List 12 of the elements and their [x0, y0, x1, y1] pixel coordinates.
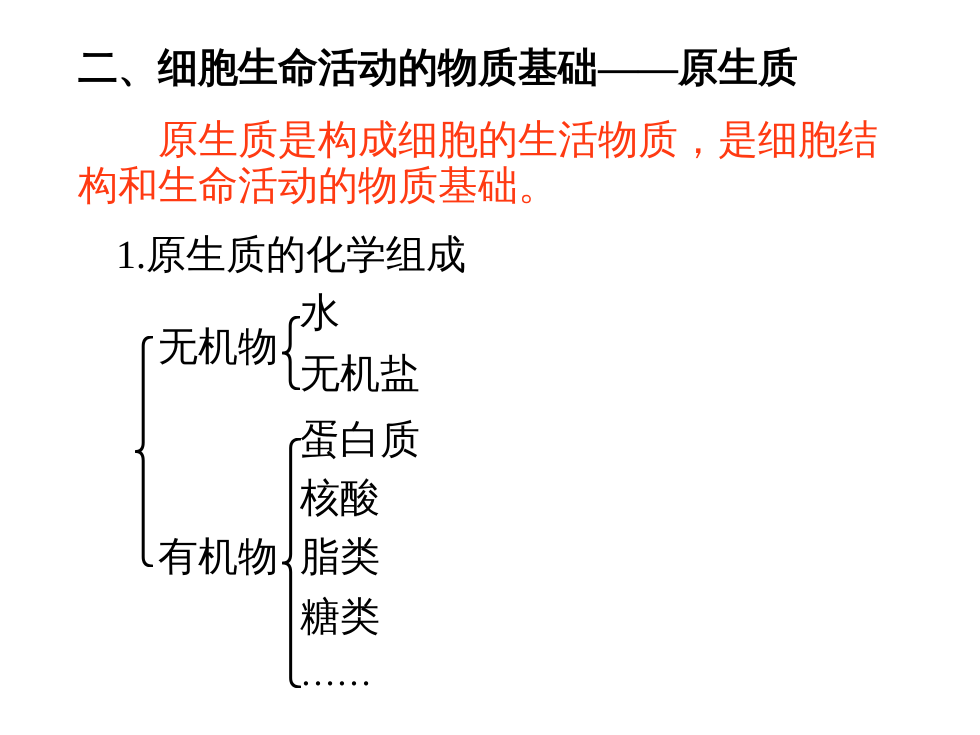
item-label: 核酸 — [300, 475, 380, 521]
item-label: 脂类 — [300, 534, 380, 580]
section-heading: 1.原生质的化学组成 — [116, 232, 466, 278]
ellipsis-label: …… — [300, 652, 372, 695]
item-label: 无机盐 — [300, 351, 420, 397]
item-label: 水 — [300, 290, 340, 336]
category-label: 无机物 — [158, 324, 278, 370]
definition-paragraph: 原生质是构成细胞的生活物质，是细胞结构和生命活动的物质基础。 — [78, 117, 879, 209]
item-label: 蛋白质 — [300, 417, 420, 463]
category-label: 有机物 — [158, 534, 278, 580]
slide-title: 二、细胞生命活动的物质基础——原生质 — [78, 45, 798, 91]
item-label: 糖类 — [300, 594, 380, 640]
